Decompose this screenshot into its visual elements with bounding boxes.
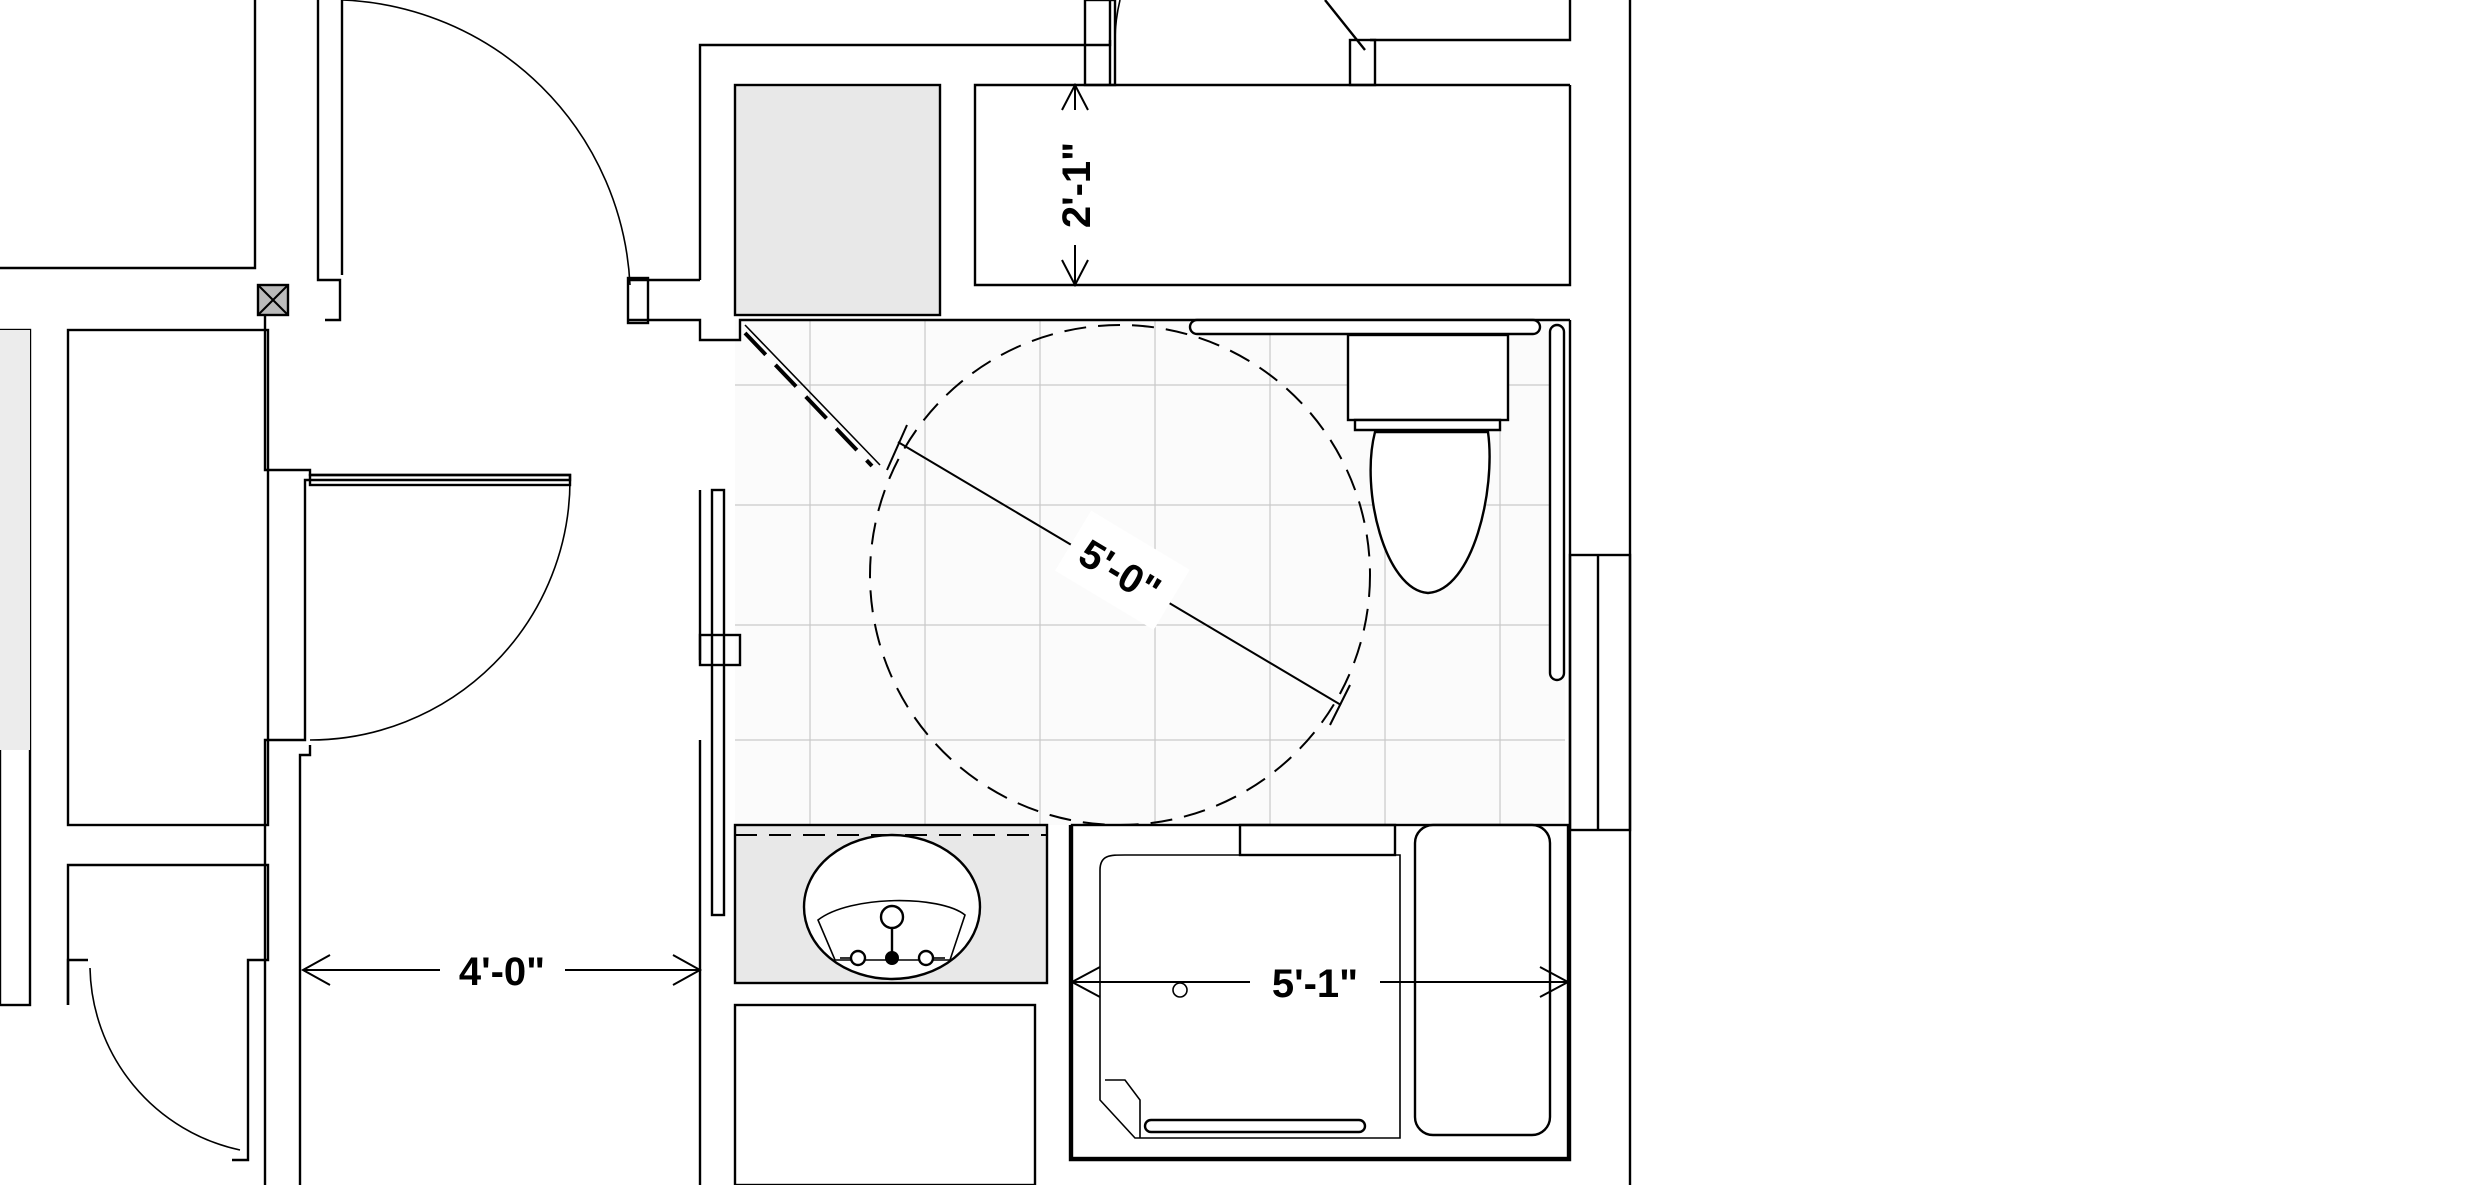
toilet-icon <box>1188 318 1566 682</box>
hall-width-dimension: 4'-0" <box>459 950 545 994</box>
doors <box>89 0 1377 1151</box>
tub-length-dimension-line: 5'-1" <box>1069 962 1571 1006</box>
door-swing-icon <box>308 473 572 741</box>
tub-length-dimension: 5'-1" <box>1272 962 1358 1006</box>
turning-circle: 5'-0" <box>869 324 1371 826</box>
door-swing-icon <box>89 967 241 1151</box>
sink-icon <box>733 823 1049 985</box>
closet-clearance-dimension-line: 2'-1" <box>1055 82 1099 288</box>
floor-drain-icon <box>256 283 290 317</box>
closet-clearance-dimension: 2'-1" <box>1055 142 1099 228</box>
door-swing-icon <box>341 0 650 325</box>
bathtub-icon <box>1070 823 1570 1160</box>
door-swing-icon <box>698 324 881 917</box>
cabinets <box>733 83 1037 1185</box>
hall-width-dimension-line: 4'-0" <box>300 950 703 994</box>
door-swing-icon <box>1083 0 1377 87</box>
